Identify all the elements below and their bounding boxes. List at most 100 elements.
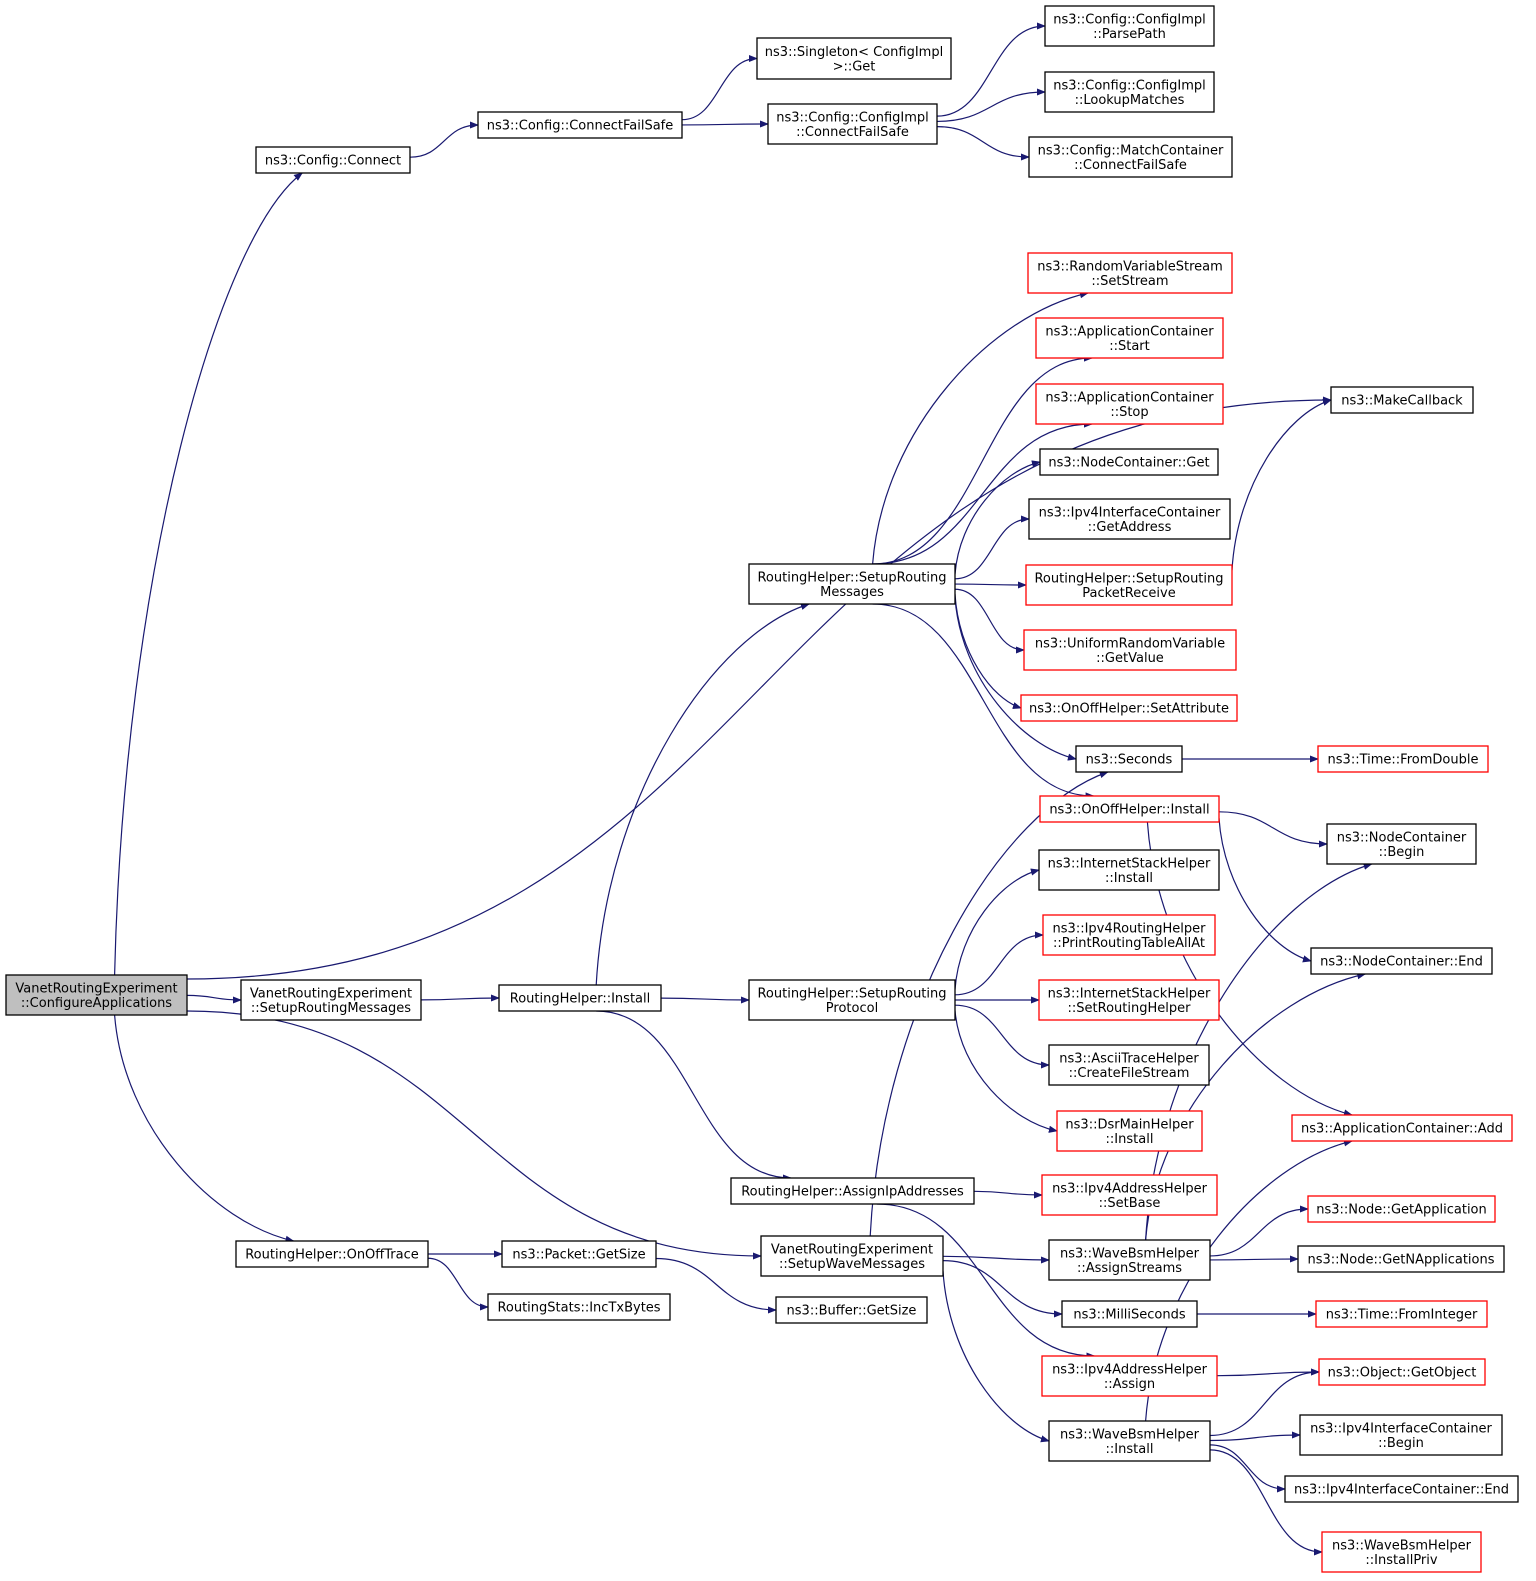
node-asciiCreateFileStream[interactable]: ns3::AsciiTraceHelper::CreateFileStream bbox=[1048, 1044, 1210, 1086]
node-nodeContBegin[interactable]: ns3::NodeContainer::Begin bbox=[1326, 823, 1477, 865]
node-nodeContEnd[interactable]: ns3::NodeContainer::End bbox=[1310, 947, 1493, 975]
edge-line bbox=[1209, 1205, 1309, 1257]
node-waveInstall[interactable]: ns3::WaveBsmHelper::Install bbox=[1048, 1420, 1211, 1462]
node-timeFromDouble[interactable]: ns3::Time::FromDouble bbox=[1317, 745, 1489, 773]
node-appStop[interactable]: ns3::ApplicationContainer::Stop bbox=[1035, 383, 1224, 425]
node-seconds[interactable]: ns3::Seconds bbox=[1075, 745, 1183, 773]
node-ipv4AddrSetBase[interactable]: ns3::Ipv4AddressHelper::SetBase bbox=[1041, 1174, 1218, 1216]
node-dsrInstall[interactable]: ns3::DsrMainHelper::Install bbox=[1056, 1110, 1203, 1152]
node-label: ::PrintRoutingTableAllAt bbox=[1053, 936, 1205, 951]
node-box bbox=[1027, 252, 1233, 294]
edge-root-to-onOffTrace bbox=[114, 1014, 295, 1243]
edge-line bbox=[681, 54, 758, 121]
node-label: ns3::Config::MatchContainer bbox=[1038, 143, 1224, 158]
edge-line bbox=[1209, 1368, 1320, 1437]
node-milliSeconds[interactable]: ns3::MilliSeconds bbox=[1061, 1300, 1198, 1328]
node-label: ns3::Config::Connect bbox=[265, 154, 401, 169]
edge-vreSetupRoutingMessages-to-routingHelperInstall bbox=[420, 994, 500, 1002]
node-incTxBytes[interactable]: RoutingStats::IncTxBytes bbox=[487, 1293, 671, 1321]
edge-setupRoutingMessages-to-ipv4IfGetAddress bbox=[954, 515, 1030, 580]
edge-line bbox=[409, 121, 479, 158]
node-appStart[interactable]: ns3::ApplicationContainer::Start bbox=[1035, 317, 1224, 359]
node-parsePath[interactable]: ns3::Config::ConfigImpl::ParsePath bbox=[1044, 5, 1215, 47]
node-box bbox=[1318, 1358, 1486, 1386]
node-vreSetupRoutingMessages[interactable]: VanetRoutingExperiment::SetupRoutingMess… bbox=[240, 979, 422, 1021]
node-appAdd[interactable]: ns3::ApplicationContainer::Add bbox=[1291, 1114, 1513, 1142]
node-printRoutingTable[interactable]: ns3::Ipv4RoutingHelper::PrintRoutingTabl… bbox=[1042, 914, 1216, 956]
node-urvGetValue[interactable]: ns3::UniformRandomVariable::GetValue bbox=[1023, 629, 1237, 671]
node-nodeGetApplication[interactable]: ns3::Node::GetApplication bbox=[1307, 1195, 1496, 1223]
node-box bbox=[1284, 1475, 1519, 1503]
node-box bbox=[760, 1235, 944, 1277]
node-waveInstallPriv[interactable]: ns3::WaveBsmHelper::InstallPriv bbox=[1321, 1531, 1482, 1573]
node-implConnectFailSafe[interactable]: ns3::Config::ConfigImpl::ConnectFailSafe bbox=[767, 103, 938, 145]
node-label: ns3::NodeContainer::End bbox=[1320, 955, 1483, 970]
node-box bbox=[1317, 745, 1489, 773]
node-matchConnectFailSafe[interactable]: ns3::Config::MatchContainer::ConnectFail… bbox=[1028, 136, 1233, 178]
node-onOffTrace[interactable]: RoutingHelper::OnOffTrace bbox=[235, 1240, 429, 1268]
edge-waveInstall-to-objectGetObject bbox=[1209, 1368, 1320, 1437]
node-label: ::SetupRoutingMessages bbox=[251, 1001, 411, 1016]
node-label: ns3::AsciiTraceHelper bbox=[1059, 1051, 1199, 1066]
edge-line bbox=[1209, 1444, 1286, 1493]
node-rvsSetStream[interactable]: ns3::RandomVariableStream::SetStream bbox=[1027, 252, 1233, 294]
node-box bbox=[1291, 1114, 1513, 1142]
node-onOffInstall[interactable]: ns3::OnOffHelper::Install bbox=[1039, 795, 1220, 823]
node-objectGetObject[interactable]: ns3::Object::GetObject bbox=[1318, 1358, 1486, 1386]
node-box bbox=[1020, 694, 1238, 722]
node-vreSetupWaveMessages[interactable]: VanetRoutingExperiment::SetupWaveMessage… bbox=[760, 1235, 944, 1277]
node-label: ns3::Packet::GetSize bbox=[512, 1248, 645, 1263]
node-singletonGet[interactable]: ns3::Singleton< ConfigImpl>::Get bbox=[756, 37, 952, 80]
node-setRoutingHelper[interactable]: ns3::InternetStackHelper::SetRoutingHelp… bbox=[1038, 979, 1220, 1021]
node-label: ns3::Object::GetObject bbox=[1328, 1366, 1477, 1381]
node-setupRoutingMessages[interactable]: RoutingHelper::SetupRoutingMessages bbox=[748, 563, 956, 605]
edge-setupRoutingMessages-to-setupRoutingPacketReceive bbox=[954, 581, 1027, 589]
node-ipv4IfGetAddress[interactable]: ns3::Ipv4InterfaceContainer::GetAddress bbox=[1028, 498, 1231, 540]
node-makeCallback[interactable]: ns3::MakeCallback bbox=[1330, 386, 1474, 414]
node-label: ns3::MilliSeconds bbox=[1073, 1308, 1186, 1323]
node-box bbox=[1041, 1355, 1218, 1397]
node-timeFromInteger[interactable]: ns3::Time::FromInteger bbox=[1315, 1300, 1488, 1328]
node-internetStackInstall[interactable]: ns3::InternetStackHelper::Install bbox=[1038, 849, 1220, 891]
node-label: ns3::Node::GetNApplications bbox=[1307, 1253, 1494, 1268]
node-label: ns3::NodeContainer::Get bbox=[1048, 456, 1209, 471]
node-waveAssignStreams[interactable]: ns3::WaveBsmHelper::AssignStreams bbox=[1048, 1239, 1211, 1281]
node-label: ::Install bbox=[1106, 1442, 1154, 1457]
edge-setupRoutingMessages-to-appStop bbox=[872, 420, 1093, 565]
node-label: ns3::Ipv4InterfaceContainer bbox=[1039, 505, 1221, 520]
node-box bbox=[1023, 629, 1237, 671]
node-box bbox=[1075, 745, 1183, 773]
node-label: ::Start bbox=[1109, 339, 1150, 354]
node-nodeContGet[interactable]: ns3::NodeContainer::Get bbox=[1039, 448, 1219, 476]
node-packetGetSize[interactable]: ns3::Packet::GetSize bbox=[501, 1240, 657, 1268]
node-ipv4AddrAssign[interactable]: ns3::Ipv4AddressHelper::Assign bbox=[1041, 1355, 1218, 1397]
node-box bbox=[255, 146, 411, 174]
node-root[interactable]: VanetRoutingExperiment::ConfigureApplica… bbox=[5, 974, 188, 1016]
node-box bbox=[1035, 317, 1224, 359]
node-nodeGetNApplications[interactable]: ns3::Node::GetNApplications bbox=[1297, 1245, 1505, 1273]
node-onOffSetAttribute[interactable]: ns3::OnOffHelper::SetAttribute bbox=[1020, 694, 1238, 722]
node-box bbox=[1039, 448, 1219, 476]
node-label: ns3::DsrMainHelper bbox=[1065, 1117, 1194, 1132]
node-label: ns3::ApplicationContainer bbox=[1045, 324, 1214, 339]
edge-line bbox=[872, 354, 1093, 565]
node-box bbox=[1061, 1300, 1198, 1328]
edge-line bbox=[954, 1010, 1058, 1133]
node-box bbox=[1035, 383, 1224, 425]
node-assignIpAddresses[interactable]: RoutingHelper::AssignIpAddresses bbox=[730, 1177, 975, 1205]
node-bufferGetSize[interactable]: ns3::Buffer::GetSize bbox=[775, 1296, 928, 1324]
node-routingHelperInstall[interactable]: RoutingHelper::Install bbox=[498, 984, 662, 1012]
node-ipv4IfEnd[interactable]: ns3::Ipv4InterfaceContainer::End bbox=[1284, 1475, 1519, 1503]
node-ipv4IfBegin[interactable]: ns3::Ipv4InterfaceContainer::Begin bbox=[1299, 1414, 1503, 1456]
node-connectFailSafe[interactable]: ns3::Config::ConnectFailSafe bbox=[477, 111, 683, 139]
node-label: ns3::Config::ConfigImpl bbox=[1053, 12, 1206, 27]
node-cfgConnect[interactable]: ns3::Config::Connect bbox=[255, 146, 411, 174]
edge-line bbox=[186, 396, 1332, 980]
edge-line bbox=[1216, 1368, 1320, 1377]
node-lookupMatches[interactable]: ns3::Config::ConfigImpl::LookupMatches bbox=[1044, 71, 1215, 113]
node-label: ns3::Config::ConfigImpl bbox=[1053, 78, 1206, 93]
node-label: VanetRoutingExperiment bbox=[15, 981, 177, 996]
